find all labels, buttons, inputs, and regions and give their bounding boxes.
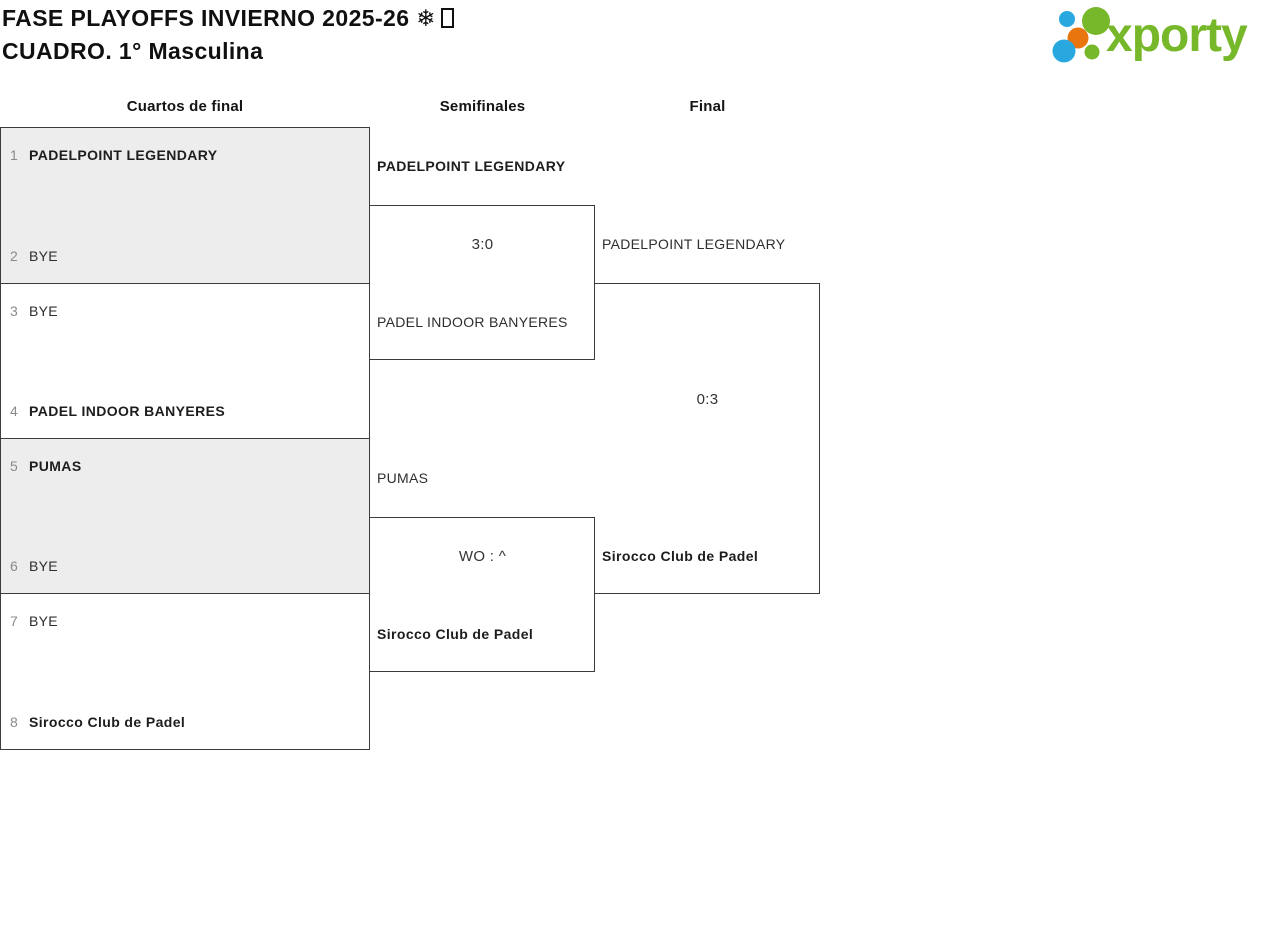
semifinal-match-1-box	[370, 205, 595, 360]
team-row: 8 Sirocco Club de Padel	[10, 713, 361, 731]
seed-number: 5	[10, 458, 18, 474]
seed-number: 3	[10, 303, 18, 319]
semifinal-1-score: 3:0	[471, 236, 494, 253]
team-row: 7 BYE	[10, 612, 361, 630]
semifinal-2-score: WO : ^	[458, 548, 507, 565]
seed-number: 6	[10, 558, 18, 574]
team-name: BYE	[29, 558, 58, 574]
semifinal-2-top-team: PUMAS	[377, 470, 429, 486]
team-row: 1 PADELPOINT LEGENDARY	[10, 146, 361, 164]
final-bottom-team: Sirocco Club de Padel	[602, 548, 759, 564]
tournament-title-line: FASE PLAYOFFS INVIERNO 2025-26 ❄	[2, 2, 454, 35]
semifinal-match-2-box	[370, 517, 595, 672]
semifinal-1-bottom-team: PADEL INDOOR BANYERES	[377, 314, 568, 330]
logo-wordmark: xporty	[1106, 9, 1248, 62]
team-name: BYE	[29, 248, 58, 264]
draw-subtitle-line: CUADRO. 1° Masculina	[2, 38, 264, 64]
logo-dot-green-small	[1084, 44, 1100, 60]
final-score: 0:3	[696, 391, 719, 408]
seed-number: 1	[10, 147, 18, 163]
final-match-box	[595, 283, 820, 594]
seed-number: 7	[10, 613, 18, 629]
team-name: PADEL INDOOR BANYERES	[29, 403, 226, 419]
team-row: 4 PADEL INDOOR BANYERES	[10, 402, 361, 420]
team-name: BYE	[29, 303, 58, 319]
logo-dot-blue-large	[1052, 39, 1076, 63]
round-header-semifinales: Semifinales	[439, 98, 526, 115]
team-row: 2 BYE	[10, 247, 361, 265]
missing-glyph-icon	[440, 8, 454, 28]
seed-number: 4	[10, 403, 18, 419]
logo-dot-green-large	[1082, 7, 1110, 35]
logo-dot-blue-small	[1059, 11, 1075, 27]
semifinal-1-top-team: PADELPOINT LEGENDARY	[377, 158, 566, 174]
tournament-title-text: FASE PLAYOFFS INVIERNO 2025-26 ❄	[2, 5, 436, 31]
team-name: BYE	[29, 613, 58, 629]
team-row: 6 BYE	[10, 557, 361, 575]
logo-dot-orange	[1067, 27, 1089, 49]
quarterfinal-match-1: 1 PADELPOINT LEGENDARY 2 BYE	[0, 127, 370, 284]
team-name: Sirocco Club de Padel	[29, 714, 186, 730]
team-row: 3 BYE	[10, 302, 361, 320]
xporty-logo[interactable]: xporty	[1048, 4, 1272, 66]
round-header-final: Final	[689, 98, 726, 115]
quarterfinal-match-3: 5 PUMAS 6 BYE	[0, 438, 370, 594]
seed-number: 2	[10, 248, 18, 264]
quarterfinal-match-2: 3 BYE 4 PADEL INDOOR BANYERES	[0, 283, 370, 439]
page-title: FASE PLAYOFFS INVIERNO 2025-26 ❄ CUADRO.…	[2, 2, 454, 68]
semifinal-2-bottom-team: Sirocco Club de Padel	[377, 626, 534, 642]
quarterfinal-match-4: 7 BYE 8 Sirocco Club de Padel	[0, 593, 370, 750]
team-name: PUMAS	[29, 458, 82, 474]
team-row: 5 PUMAS	[10, 457, 361, 475]
team-name: PADELPOINT LEGENDARY	[29, 147, 218, 163]
round-header-cuartos-de-final: Cuartos de final	[126, 98, 244, 115]
seed-number: 8	[10, 714, 18, 730]
final-top-team: PADELPOINT LEGENDARY	[602, 236, 786, 252]
